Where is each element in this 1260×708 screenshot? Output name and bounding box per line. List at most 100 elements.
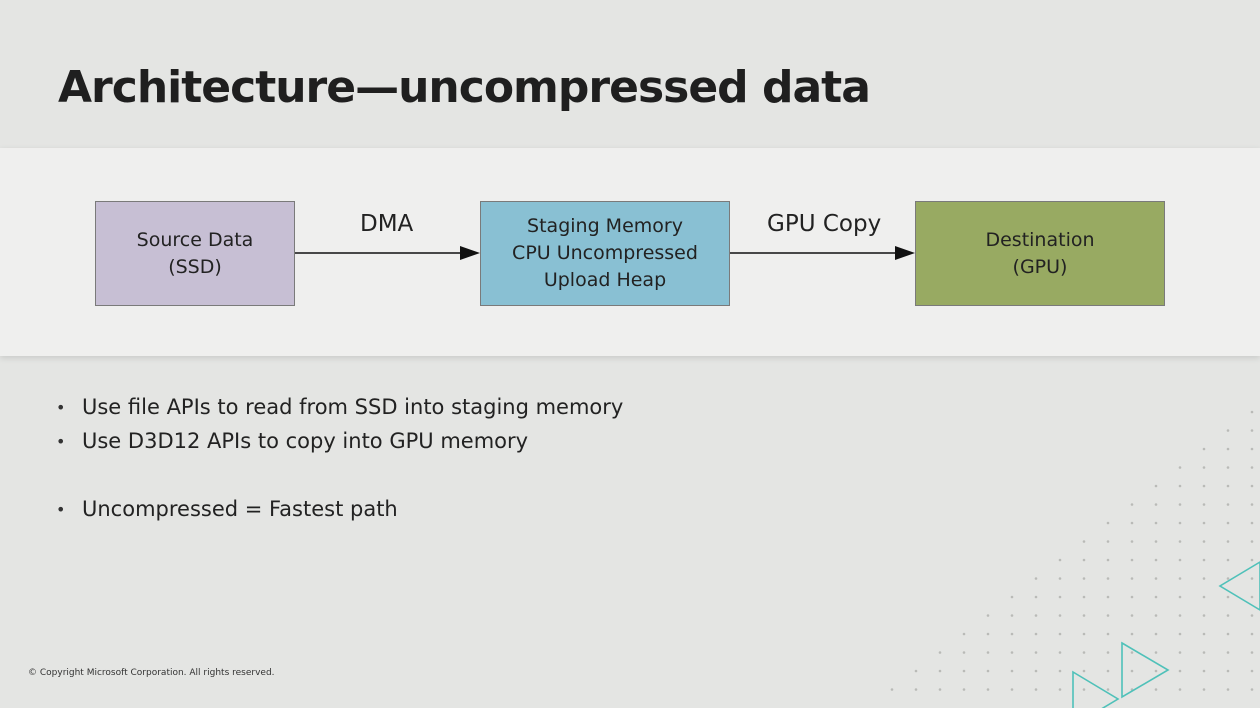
decor-dot	[1202, 503, 1206, 506]
slide-title: Architecture—uncompressed data	[58, 62, 871, 113]
bullet-item: • Uncompressed = Fastest path	[56, 492, 623, 526]
decor-dot	[938, 651, 942, 654]
decor-dot	[1154, 651, 1158, 654]
decor-dot	[1010, 669, 1014, 673]
decor-dot	[1082, 669, 1086, 673]
decor-dot	[1082, 540, 1086, 543]
decor-dot	[1178, 614, 1182, 617]
decor-dot	[1250, 540, 1254, 543]
decor-dot	[1250, 521, 1254, 525]
decor-dot	[986, 669, 990, 673]
decor-dot	[1202, 466, 1206, 469]
decor-dot	[1226, 614, 1230, 617]
decor-dot	[1010, 632, 1014, 636]
node-source-line1: Source Data	[136, 228, 254, 251]
decor-dot	[1226, 688, 1230, 691]
decor-dot	[1106, 595, 1110, 599]
bullet-list: • Use file APIs to read from SSD into st…	[56, 390, 623, 526]
decor-dot	[1058, 558, 1062, 562]
decor-dot	[1130, 558, 1134, 562]
node-source-line2: (SSD)	[168, 255, 222, 278]
bullet-dot-icon: •	[56, 499, 66, 519]
bullet-item: • Use file APIs to read from SSD into st…	[56, 390, 623, 424]
decor-dot	[1154, 614, 1158, 617]
decor-dot	[1034, 651, 1038, 654]
decor-dot	[1130, 521, 1134, 525]
decor-dot	[1010, 688, 1014, 691]
copyright-notice: © Copyright Microsoft Corporation. All r…	[28, 668, 275, 678]
decor-dot	[1178, 595, 1182, 599]
decor-dot	[1082, 558, 1086, 562]
decor-dot	[1130, 614, 1134, 617]
decor-dot	[1178, 540, 1182, 543]
bullet-text: Use file APIs to read from SSD into stag…	[82, 395, 624, 419]
decor-dot	[1202, 669, 1206, 673]
bullet-dot-icon: •	[56, 397, 66, 417]
decor-dot	[1250, 669, 1254, 673]
decor-dot	[986, 632, 990, 636]
decor-dot	[1202, 521, 1206, 525]
decor-dot	[1226, 651, 1230, 654]
decor-dot	[1250, 410, 1254, 414]
decor-dot	[1202, 484, 1206, 488]
decor-dot	[1202, 540, 1206, 543]
decor-dot	[1250, 688, 1254, 691]
decor-dot	[1250, 651, 1254, 654]
decor-dot	[1058, 688, 1062, 691]
decor-dot	[986, 688, 990, 691]
decor-dot	[1226, 447, 1230, 451]
decor-dot	[1082, 595, 1086, 599]
decor-dot	[1226, 632, 1230, 636]
decor-dot	[1082, 614, 1086, 617]
decor-dot	[1106, 632, 1110, 636]
decor-dot	[1202, 632, 1206, 636]
decor-dot	[1058, 577, 1062, 580]
decor-dot	[1034, 688, 1038, 691]
decor-dot	[1250, 429, 1254, 432]
edge-label-dma: DMA	[360, 211, 414, 237]
decor-dot	[1178, 651, 1182, 654]
node-destination-line1: Destination	[985, 228, 1095, 251]
decor-dot	[1106, 651, 1110, 654]
decor-dot	[1058, 651, 1062, 654]
decor-dot	[1178, 521, 1182, 525]
decor-dot	[890, 688, 894, 691]
decor-dot	[1058, 614, 1062, 617]
decor-dot	[962, 632, 966, 636]
decor-dot	[1082, 632, 1086, 636]
decor-dot	[1058, 595, 1062, 599]
decor-dot	[1010, 614, 1014, 617]
decor-dot	[938, 669, 942, 673]
bullet-text: Uncompressed = Fastest path	[82, 497, 398, 521]
decor-dot	[1250, 614, 1254, 617]
decor-dot	[1154, 558, 1158, 562]
decor-dot	[1250, 577, 1254, 580]
decor-dot	[1250, 447, 1254, 451]
decor-dot	[1034, 577, 1038, 580]
decor-dot	[1226, 595, 1230, 599]
decor-dot	[1130, 540, 1134, 543]
decor-dot	[1178, 558, 1182, 562]
decor-dot	[1106, 669, 1110, 673]
decor-dot	[1010, 651, 1014, 654]
dot-grid-decoration	[890, 410, 1254, 691]
decor-dot	[1106, 614, 1110, 617]
decor-dot	[1106, 577, 1110, 580]
decor-dot	[1010, 595, 1014, 599]
decor-dot	[1202, 651, 1206, 654]
bullet-dot-icon: •	[56, 431, 66, 451]
decor-dot	[1250, 503, 1254, 506]
decor-dot	[1130, 577, 1134, 580]
decor-dot	[1082, 651, 1086, 654]
decor-dot	[1154, 632, 1158, 636]
decor-dot	[1226, 429, 1230, 432]
teal-triangle-outlines	[1072, 561, 1260, 708]
node-staging-line3: Upload Heap	[543, 269, 667, 291]
decor-dot	[962, 651, 966, 654]
decor-dot	[1202, 577, 1206, 580]
decor-dot	[1154, 521, 1158, 525]
decor-dot	[1082, 688, 1086, 691]
decor-dot	[1034, 595, 1038, 599]
node-staging-memory: Staging Memory CPU Uncompressed Upload H…	[480, 201, 730, 306]
decor-dot	[1130, 669, 1134, 673]
